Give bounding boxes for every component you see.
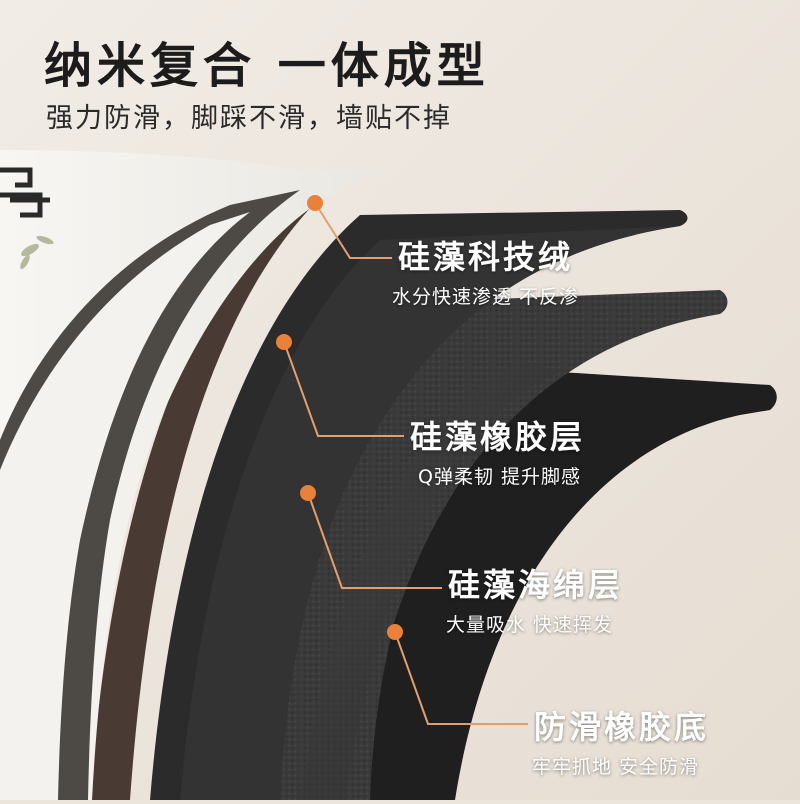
layer-label-4: 防滑橡胶底 牢牢抓地 安全防滑 <box>532 702 710 779</box>
leader-line-4 <box>394 631 528 725</box>
layer-label-3: 硅藻海绵层 大量吸水 快速挥发 <box>446 560 624 637</box>
layer-name: 硅藻科技绒 <box>398 238 574 276</box>
callout-dot-4 <box>387 624 403 640</box>
layer-name: 防滑橡胶底 <box>534 708 710 746</box>
layer-desc: 大量吸水 快速挥发 <box>446 614 614 636</box>
callout-dot-3 <box>300 485 316 501</box>
leader-line-3 <box>307 492 442 589</box>
layer-name: 硅藻海绵层 <box>448 566 624 604</box>
layer-desc: Q弹柔韧 提升脚感 <box>418 466 581 488</box>
leaf-decoration <box>20 235 54 270</box>
surface-pattern-decoration <box>0 167 50 218</box>
layer-surface-white <box>0 212 250 800</box>
layer-desc: 水分快速渗透 不反渗 <box>392 286 580 308</box>
layer-sponge-shade <box>300 360 560 800</box>
callout-dot-1 <box>307 195 323 211</box>
layer-name: 硅藻橡胶层 <box>410 418 586 456</box>
layer-label-2: 硅藻橡胶层 Q弹柔韧 提升脚感 <box>410 412 585 489</box>
callout-dots <box>276 195 403 640</box>
callout-dot-2 <box>276 334 292 350</box>
layer-desc: 牢牢抓地 安全防滑 <box>532 756 700 778</box>
layer-label-1: 硅藻科技绒 水分快速渗透 不反渗 <box>392 232 579 309</box>
page-title: 纳米复合 一体成型 <box>44 38 490 94</box>
leader-line-1 <box>314 202 392 259</box>
page-subtitle: 强力防滑，脚踩不滑，墙贴不掉 <box>46 103 452 134</box>
layer-rubber-middle-edge <box>180 226 680 800</box>
leader-lines <box>283 202 528 725</box>
leader-line-2 <box>283 341 404 437</box>
